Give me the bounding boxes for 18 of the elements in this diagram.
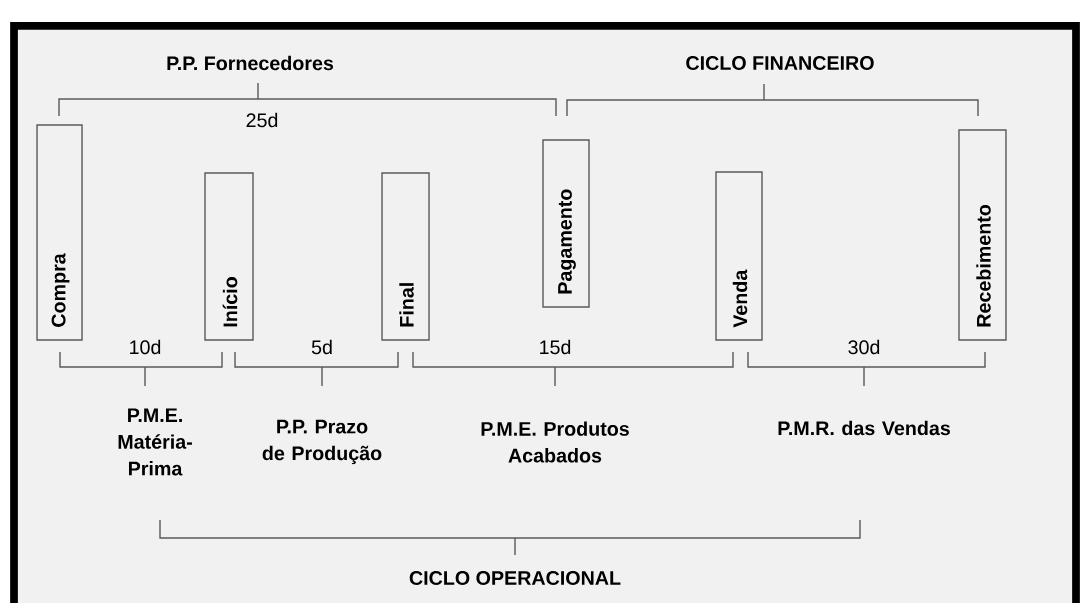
cycle-label: CICLO FINANCEIRO — [686, 56, 874, 70]
cycle-label: CICLO OPERACIONAL — [409, 571, 621, 585]
cycle-label: P.P. Fornecedores — [167, 55, 334, 71]
event-box: Venda — [715, 171, 763, 341]
event-box: Início — [204, 172, 254, 341]
duration-label: 5d — [311, 339, 332, 355]
event-box: Recebimento — [958, 129, 1007, 341]
event-box: Compra — [36, 124, 83, 341]
duration-label: 30d — [848, 339, 880, 355]
period-label: P.M.E. Produtos Acabados — [481, 421, 629, 463]
event-box: Final — [381, 172, 430, 341]
duration-label: 25d — [246, 112, 278, 128]
duration-label: 10d — [130, 339, 161, 355]
period-label: P.M.E. Matéria-Prima — [118, 408, 192, 476]
duration-label: 15d — [540, 339, 571, 355]
period-label: P.P. Prazo de Produção — [262, 419, 382, 465]
period-label: P.M.R. das Vendas — [778, 420, 950, 436]
event-box: Pagamento — [542, 139, 590, 308]
